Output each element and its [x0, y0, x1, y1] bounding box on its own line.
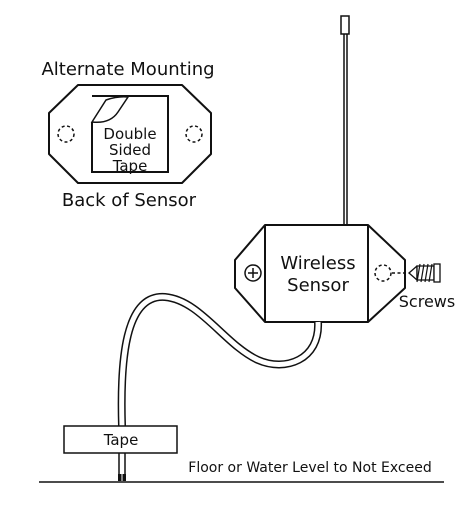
floor-level-label: Floor or Water Level to Not Exceed	[188, 460, 431, 476]
wireless-sensor-label-line-2: Sensor	[287, 275, 349, 296]
screw-icon	[408, 263, 441, 283]
tape-label-line-1: Double	[103, 125, 156, 143]
antenna-icon	[340, 15, 350, 224]
wireless-sensor-label-line-1: Wireless	[280, 253, 355, 274]
left-screw-icon	[244, 264, 262, 282]
wireless-sensor-housing: Wireless Sensor	[234, 224, 406, 323]
peeled-corner-icon	[90, 96, 130, 124]
right-mounting-hole-icon	[185, 125, 203, 143]
tape-label-line-2: Sided	[109, 141, 151, 159]
tape-strip-label: Tape	[103, 431, 139, 449]
right-screw-hole-icon	[374, 264, 392, 282]
left-mounting-hole-icon	[57, 125, 75, 143]
screws-label: Screws	[399, 292, 455, 311]
tape-strip: Tape	[63, 425, 178, 454]
tape-label-line-3: Tape	[112, 157, 148, 175]
back-of-sensor-caption: Back of Sensor	[62, 190, 197, 211]
probe-tip-icon	[118, 474, 126, 481]
double-sided-tape-patch: Double Sided Tape	[90, 95, 169, 175]
alternate-mounting-title: Alternate Mounting	[41, 59, 214, 80]
probe-cable	[117, 292, 323, 474]
